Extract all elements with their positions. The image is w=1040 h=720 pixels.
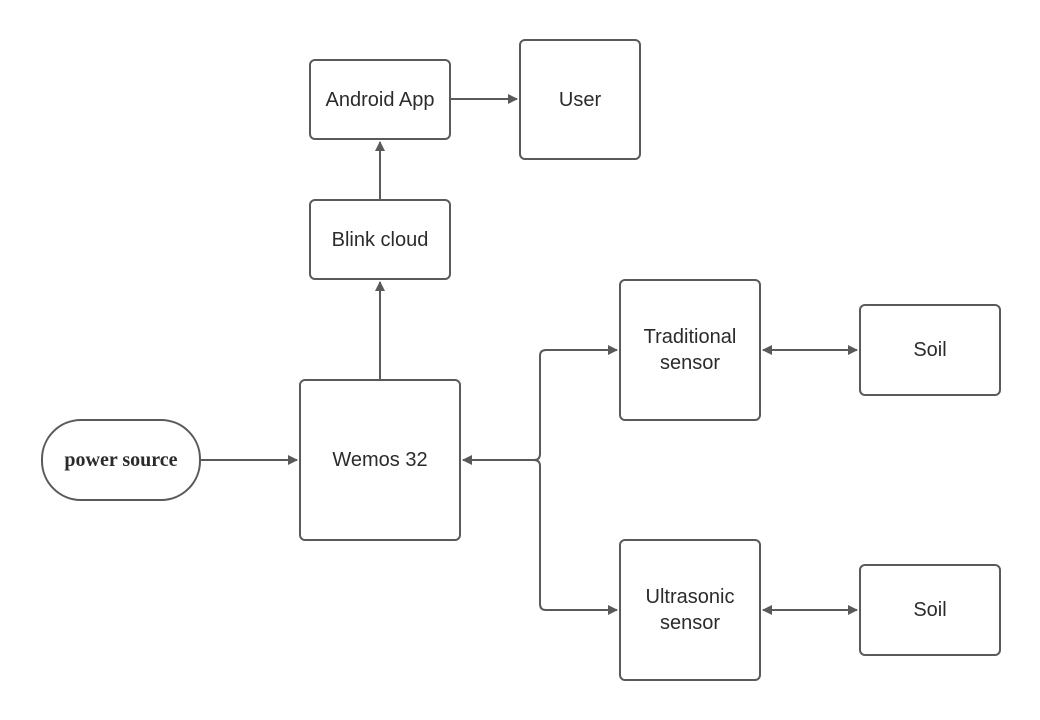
node-traditional-sensor-label: Traditional sensor bbox=[643, 326, 737, 374]
connector-junction-to-ultrasonic bbox=[533, 459, 618, 615]
node-power-source: power source bbox=[41, 419, 201, 501]
node-soil-bottom: Soil bbox=[859, 564, 1001, 656]
node-user: User bbox=[519, 39, 641, 160]
node-soil-top: Soil bbox=[859, 304, 1001, 396]
node-user-label: User bbox=[558, 88, 602, 111]
node-blink-cloud: Blink cloud bbox=[309, 199, 451, 280]
node-ultrasonic-sensor-label: Ultrasonic sensor bbox=[645, 586, 735, 634]
node-power-source-label: power source bbox=[64, 449, 178, 471]
node-traditional-sensor: Traditional sensor bbox=[619, 279, 761, 421]
node-wemos-32: Wemos 32 bbox=[299, 379, 461, 541]
node-ultrasonic-sensor: Ultrasonic sensor bbox=[619, 539, 761, 681]
node-blink-cloud-label: Blink cloud bbox=[331, 228, 429, 251]
node-soil-bottom-label: Soil bbox=[913, 599, 947, 621]
node-wemos-32-label: Wemos 32 bbox=[332, 449, 428, 471]
node-android-app-label: Android App bbox=[325, 88, 435, 111]
connector-junction-to-traditional bbox=[533, 345, 618, 461]
node-android-app: Android App bbox=[309, 59, 451, 140]
node-soil-top-label: Soil bbox=[913, 339, 947, 361]
